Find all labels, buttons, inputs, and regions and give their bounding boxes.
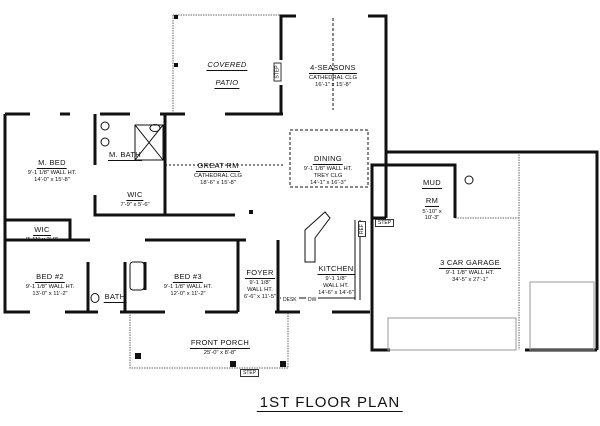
wall-height: WALL HT. <box>247 287 273 294</box>
kitchen-label: KITCHEN 9'-1 1/8" WALL HT. 14'-6" x 14'-… <box>317 258 355 296</box>
kitchen-island <box>304 211 331 263</box>
patio-outline <box>172 14 280 112</box>
room-size: 12'-0" x 11'-2" <box>170 291 206 298</box>
room-size: 14'-6" x 14'-6" <box>318 289 354 296</box>
wall-height: 9'-1 1/8" WALL HT. <box>27 170 77 177</box>
bath-label: BATH <box>103 286 127 304</box>
mud-rm-label: MUD RM 5'-10" x 10'-3" <box>422 172 442 222</box>
room-name: 3 CAR GARAGE <box>439 258 501 269</box>
room-name: MUD <box>422 178 442 189</box>
foyer-label: FOYER 9'-1 1/8" WALL HT. 6'-6" x 11'-5" <box>244 262 276 300</box>
room-size: 25'-0" x 8'-8" <box>203 350 237 357</box>
porch-outline <box>129 312 289 369</box>
room-size: 5'-10" x <box>422 208 442 215</box>
wall-height: WALL HT. <box>323 283 349 290</box>
wic2-label: WIC 8'-11" x 3'-8" <box>26 219 58 244</box>
front-porch-label: FRONT PORCH 25'-0" x 8'-8" <box>189 332 251 357</box>
bed2-label: BED #2 9'-1 1/8" WALL HT. 13'-0" x 11'-2… <box>26 266 74 298</box>
room-name: GREAT RM <box>196 161 240 172</box>
garage-door-1 <box>387 317 517 351</box>
wall-height: 9'-1 1/8" <box>325 276 347 283</box>
ceiling-type: CATHEDRAL CLG <box>194 173 242 180</box>
covered-patio-label: COVERED PATIO <box>206 54 248 91</box>
room-name: BATH <box>103 292 127 303</box>
shower <box>134 124 164 161</box>
dining-label: DINING 9'-1 1/8" WALL HT. TREY CLG 14'-1… <box>304 148 352 186</box>
wall-height: 9'-1 1/8" WALL HT. <box>445 270 495 277</box>
room-name: FRONT PORCH <box>189 338 251 349</box>
garage-walls <box>370 115 599 352</box>
room-name: FOYER <box>245 268 275 279</box>
room-size: 34'-5" x 27'-1" <box>452 277 488 284</box>
ref-label: REF <box>358 221 366 237</box>
room-name: WIC <box>33 225 51 236</box>
m-wic-label: WIC 7'-9" x 5'-6" <box>120 184 149 209</box>
garage-label: 3 CAR GARAGE 9'-1 1/8" WALL HT. 34'-5" x… <box>439 252 501 284</box>
room-size: 8'-11" x 3'-8" <box>26 237 58 244</box>
room-size: 18'-6" x 15'-8" <box>200 180 236 187</box>
room-name: M. BATH <box>108 150 142 161</box>
dining-trey-outline <box>289 129 369 188</box>
wall-height: 9'-1 1/8" WALL HT. <box>303 166 353 173</box>
room-size: 13'-0" x 11'-2" <box>32 291 68 298</box>
ceiling-type: TREY CLG <box>313 173 343 180</box>
wall-height: 9'-1 1/8" <box>249 280 271 287</box>
mud-walls <box>276 163 457 312</box>
room-name: KITCHEN <box>317 264 355 275</box>
great-rm-label: GREAT RM CATHEDRAL CLG 18'-6" x 15'-8" <box>194 155 242 187</box>
four-seasons-walls <box>279 14 388 115</box>
m-bed-label: M. BED 9'-1 1/8" WALL HT. 14'-0" x 15'-8… <box>28 152 76 184</box>
room-size: 10'-3" <box>424 215 440 222</box>
wall-height: 9'-1 1/8" WALL HT. <box>25 284 75 291</box>
wall-height: 9'-1 1/8" WALL HT. <box>163 284 213 291</box>
room-name: WIC <box>126 190 144 201</box>
garage-door-2 <box>529 281 595 351</box>
bottom-wall <box>3 114 290 314</box>
room-name: PATIO <box>214 78 240 90</box>
bathtub <box>129 261 145 291</box>
four-seasons-label: 4-SEASONS CATHEDRAL CLG 16'-1" x 15'-8" <box>309 57 357 89</box>
desk-label: DESK <box>281 297 299 303</box>
room-size: 14'-0" x 15'-8" <box>34 177 70 184</box>
room-name: RM <box>424 196 440 208</box>
room-size: 16'-1" x 15'-8" <box>315 82 351 89</box>
room-size: 7'-9" x 5'-6" <box>120 202 150 209</box>
room-name: DINING <box>312 154 344 165</box>
room-name: 4-SEASONS <box>309 63 357 74</box>
step-patio-label: STEP <box>273 62 282 82</box>
room-name: M. BED <box>37 158 67 169</box>
room-size: 14'-1" x 16'-3" <box>310 179 346 186</box>
room-name: BED #3 <box>173 272 203 283</box>
m-bath-label: M. BATH <box>108 144 142 162</box>
bed3-label: BED #3 9'-1 1/8" WALL HT. 12'-0" x 11'-2… <box>164 266 212 298</box>
page-title: 1ST FLOOR PLAN <box>256 394 404 412</box>
room-name: BED #2 <box>35 272 65 283</box>
room-size: 6'-6" x 11'-5" <box>244 293 276 300</box>
dw-label: DW <box>306 297 319 303</box>
step-garage-label: STEP <box>375 219 395 227</box>
ceiling-type: CATHEDRAL CLG <box>309 75 357 82</box>
room-name: COVERED <box>206 60 248 71</box>
step-porch-label: STEP <box>240 369 260 377</box>
